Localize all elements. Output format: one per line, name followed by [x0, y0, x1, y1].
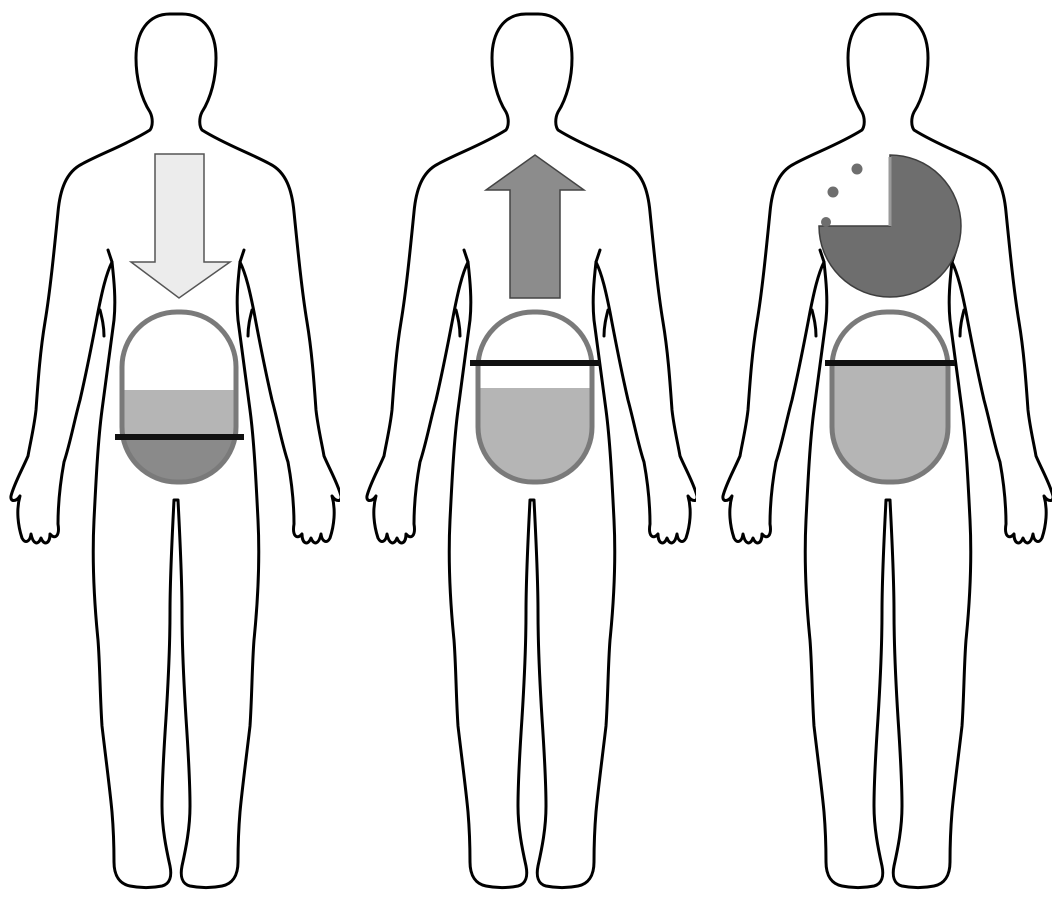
figure-1 — [11, 14, 341, 888]
figure-2 — [367, 14, 697, 888]
figure-3 — [723, 14, 1053, 888]
crumb-dot — [828, 187, 839, 198]
crumb-dot — [821, 217, 831, 227]
crumb-dot — [852, 164, 863, 175]
